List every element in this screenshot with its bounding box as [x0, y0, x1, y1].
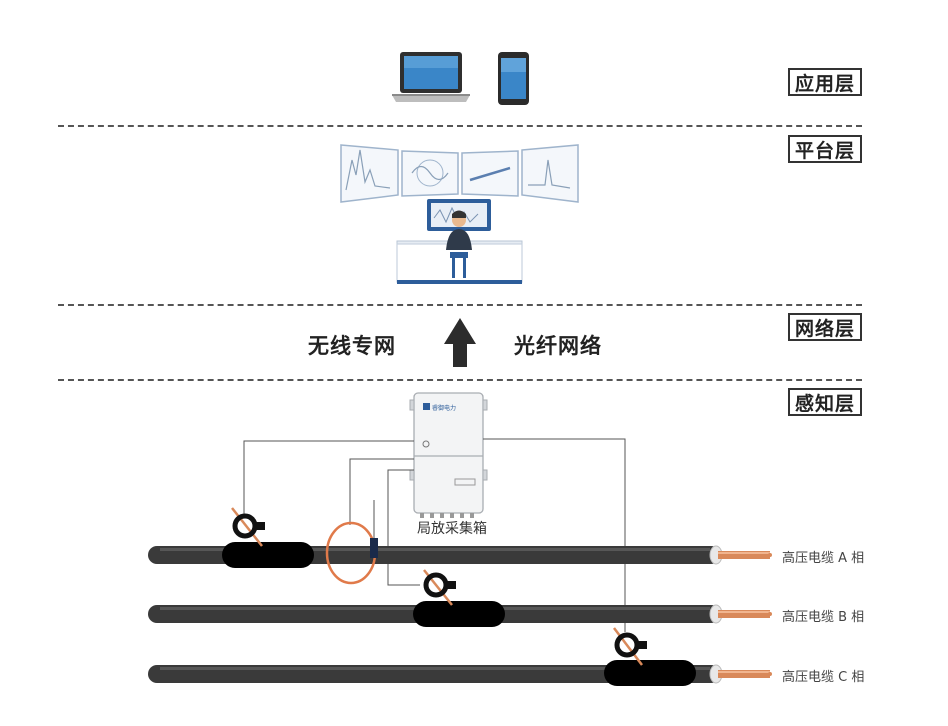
smartphone-icon	[498, 52, 529, 105]
sensing-layer-label: 感知层	[788, 388, 862, 416]
monitor-screen-icon	[340, 144, 579, 203]
divider-network-sensing	[58, 379, 862, 381]
cable-a-label: 高压电缆 A 相	[782, 551, 865, 566]
application-layer-label: 应用层	[788, 68, 862, 96]
cable-a	[148, 542, 770, 568]
fiber-network-text: 光纤网络	[514, 334, 602, 358]
rogowski-coil-icon	[325, 500, 378, 585]
up-arrow-icon	[444, 318, 476, 367]
hfct-sensor-icon	[232, 513, 647, 658]
collector-caption: 局放采集箱	[417, 521, 487, 537]
cable-markers	[768, 553, 772, 676]
wireless-network-text: 无线专网	[308, 334, 396, 358]
cable-b-label: 高压电缆 B 相	[782, 610, 865, 625]
platform-layer-label: 平台层	[788, 135, 862, 163]
operator-desk-icon	[396, 199, 523, 284]
collector-brand: 睿御电力	[432, 404, 456, 412]
cable-b	[148, 601, 770, 627]
divider-platform-network	[58, 304, 862, 306]
signal-wires	[243, 438, 626, 632]
network-layer-label: 网络层	[788, 313, 862, 341]
cable-c	[148, 660, 770, 686]
divider-app-platform	[58, 125, 862, 127]
laptop-icon	[392, 52, 470, 102]
collector-box	[409, 392, 488, 518]
cable-c-label: 高压电缆 C 相	[782, 670, 865, 685]
